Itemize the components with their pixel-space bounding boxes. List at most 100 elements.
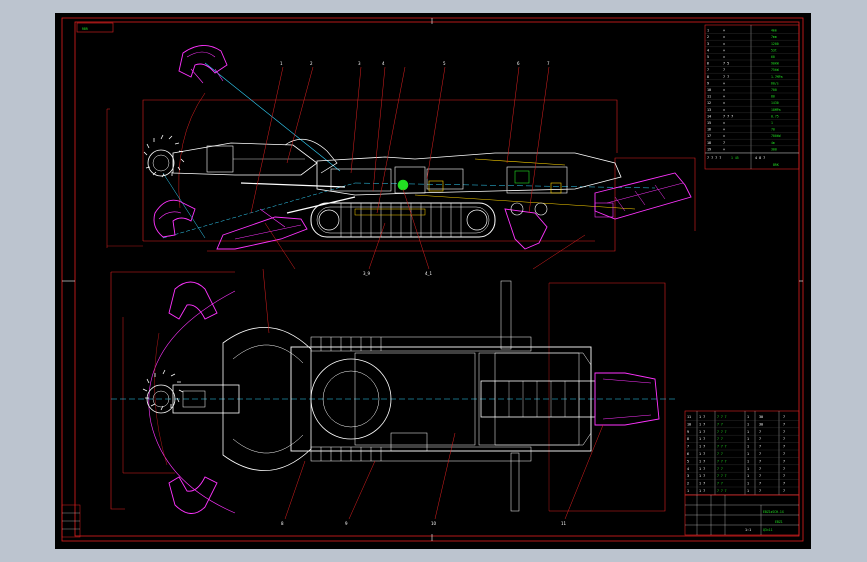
tech-cell: × (723, 108, 725, 112)
tech-cell: 300 (771, 147, 777, 151)
tech-cell: × (723, 55, 725, 59)
tech-cell: × (723, 35, 725, 39)
tech-cell: × (723, 29, 725, 33)
balloon-2: 2 (310, 61, 313, 66)
parts-cell: 7 (759, 437, 761, 441)
tech-cell: × (723, 128, 725, 132)
parts-cell: 1 7 (699, 489, 705, 493)
parts-cell: 8 (687, 437, 689, 441)
tech-cell: 0.75 (771, 114, 779, 118)
balloon-9: 9 (345, 521, 348, 526)
parts-cell: 1 7 (699, 437, 705, 441)
tech-cell: 70 (771, 128, 775, 132)
tech-cell: 4mm (771, 29, 777, 33)
tech-cell: 10 (707, 88, 711, 92)
cad-drawing: RBR (61, 17, 804, 542)
balloon-3: 3 (358, 61, 361, 66)
parts-cell: 1 (747, 452, 749, 456)
parts-cell: 7 (759, 459, 761, 463)
parts-cell: 1 7 (699, 445, 705, 449)
tech-cell: 7 5 (723, 62, 729, 66)
parts-cell: 1 (747, 445, 749, 449)
parts-cell: 7 7 (717, 482, 723, 486)
sheet-outer-border (61, 17, 804, 542)
parts-cell: 1 (747, 482, 749, 486)
parts-cell: 1 7 (699, 430, 705, 434)
tech-cell: × (723, 95, 725, 99)
parts-cell: 7 (783, 467, 785, 471)
parts-cell: 7 7 7 (717, 489, 727, 493)
plan-view: 8 9 10 11 (110, 268, 675, 526)
plan-rear-conveyor (480, 372, 660, 426)
drawing-scale: 1:1 (745, 528, 751, 532)
parts-cell: 7 (783, 482, 785, 486)
parts-cell: 30 (759, 415, 763, 419)
parts-cell: 7 7 7 (717, 445, 727, 449)
balloon-7: 7 (547, 61, 550, 66)
title-tag: RBR (82, 27, 88, 31)
plan-cutter-head (142, 369, 184, 414)
tech-cell: 53t (771, 48, 777, 52)
parts-cell: 7 7 7 (717, 430, 727, 434)
tech-cell: × (723, 134, 725, 138)
balloon-6: 6 (517, 61, 520, 66)
balloon-5: 5 (443, 61, 446, 66)
tech-cell: 75kW (771, 68, 779, 72)
tech-cell: 18 (707, 141, 711, 145)
parts-cell: 7 7 (717, 452, 723, 456)
plan-crawler-tracks (310, 336, 532, 462)
side-crawler-track (310, 202, 496, 238)
tech-cell: 4m (771, 141, 775, 145)
parts-cell: 1 7 (699, 415, 705, 419)
tech-cell: 700 (771, 88, 777, 92)
parts-cell: 1 (687, 489, 689, 493)
plan-view-balloons: 8 9 10 11 (281, 521, 567, 526)
parts-cell: 7 (759, 489, 761, 493)
balloon-8: 8 (281, 521, 284, 526)
parts-cell: 1 7 (699, 422, 705, 426)
parts-cell: 11 (687, 415, 691, 419)
tech-footer-3: 4 8 7 (755, 156, 765, 160)
sheet-inner-border (74, 21, 800, 537)
parts-cell: 7 (759, 430, 761, 434)
tech-cell: 19 (707, 147, 711, 151)
parts-cell: 7 (783, 452, 785, 456)
parts-cell: 1 7 (699, 459, 705, 463)
parts-cell: 1 7 (699, 467, 705, 471)
tech-cell: 15 (707, 121, 711, 125)
parts-cell: 3 (687, 474, 689, 478)
title-tag-box (76, 22, 114, 33)
parts-cell: 7 7 (717, 437, 723, 441)
tech-cell: 1 (771, 121, 773, 125)
side-view-balloons: 1 2 3 4 5 6 7 (280, 61, 550, 66)
parts-cell: 1 (747, 437, 749, 441)
tech-cell: 9 (707, 81, 709, 85)
parts-cell: 7 (759, 482, 761, 486)
parts-cell: 2 (687, 482, 689, 486)
tech-cell: 1 (707, 29, 709, 33)
parts-cell: 1 (747, 459, 749, 463)
tech-cell: 60 (771, 55, 775, 59)
drawing-sheet: EBZ1 (775, 520, 783, 524)
tech-cell: 7 (723, 141, 725, 145)
parts-cell: 7 (783, 437, 785, 441)
tech-cell: 5 (707, 55, 709, 59)
tech-cell: 16 (707, 128, 711, 132)
drawing-scale-label: Q3×11 (763, 528, 773, 532)
parts-cell: 1 7 (699, 474, 705, 478)
tech-cell: 7 7 7 (723, 114, 733, 118)
tech-cell: 700kW (771, 134, 781, 138)
parts-cell: 7 (759, 445, 761, 449)
callout-b: 4_1 (425, 271, 433, 276)
balloon-11: 11 (561, 521, 567, 526)
tech-cell: 80 (771, 95, 775, 99)
parts-cell: 6 (687, 452, 689, 456)
parts-cell: 7 7 7 (717, 459, 727, 463)
parts-cell: 4 (687, 467, 689, 471)
cad-viewport[interactable]: RBR (55, 13, 811, 549)
parts-cell: 1 (747, 467, 749, 471)
parts-cell: 30 (759, 422, 763, 426)
parts-cell: 5 (687, 459, 689, 463)
tech-cell: 2 (707, 35, 709, 39)
